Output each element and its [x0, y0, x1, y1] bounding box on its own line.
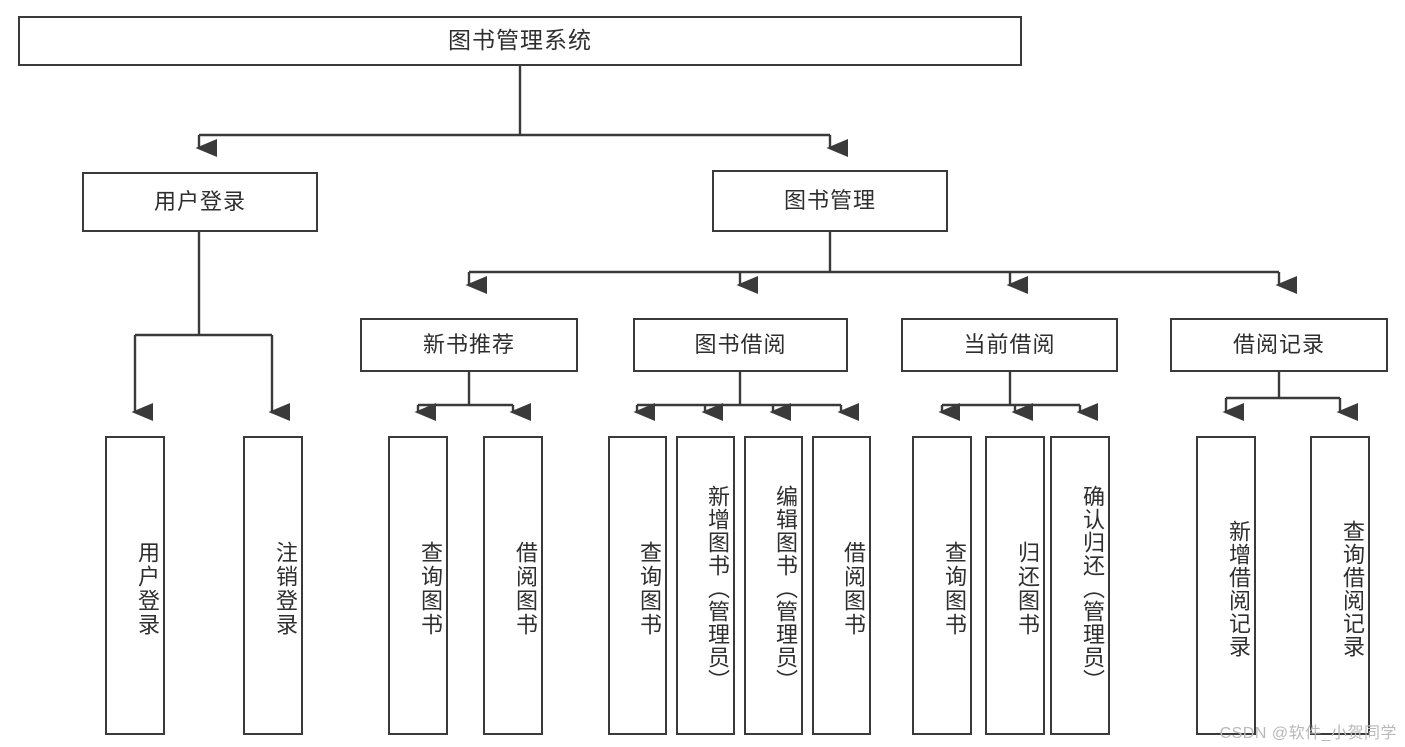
node-borrow-record[interactable]: 借阅记录	[1170, 318, 1388, 372]
leaf-borrow-book-new-recommend[interactable]: 借阅图书	[483, 436, 543, 735]
node-book-borrow[interactable]: 图书借阅	[633, 318, 848, 372]
leaf-add-book-admin[interactable]: 新增图书（管理员）	[676, 436, 735, 735]
node-new-book-recommend[interactable]: 新书推荐	[360, 318, 578, 372]
node-user-login[interactable]: 用户登录	[82, 172, 318, 232]
leaf-query-borrow-record[interactable]: 查询借阅记录	[1310, 436, 1370, 735]
leaf-edit-book-admin[interactable]: 编辑图书（管理员）	[744, 436, 803, 735]
leaf-borrow-book-borrow[interactable]: 借阅图书	[812, 436, 871, 735]
leaf-add-borrow-record[interactable]: 新增借阅记录	[1196, 436, 1256, 735]
leaf-confirm-return-admin[interactable]: 确认归还（管理员）	[1050, 436, 1110, 735]
node-root-system[interactable]: 图书管理系统	[18, 16, 1022, 66]
leaf-return-book[interactable]: 归还图书	[985, 436, 1045, 735]
csdn-watermark: CSDN @软件_小贺同学	[1219, 725, 1397, 742]
node-current-borrow[interactable]: 当前借阅	[901, 318, 1118, 372]
leaf-query-book-new-recommend[interactable]: 查询图书	[388, 436, 448, 735]
leaf-query-book-borrow[interactable]: 查询图书	[608, 436, 667, 735]
leaf-logout-login[interactable]: 注销登录	[243, 436, 303, 735]
leaf-query-book-current[interactable]: 查询图书	[912, 436, 972, 735]
node-book-management[interactable]: 图书管理	[712, 170, 948, 232]
leaf-user-login[interactable]: 用户登录	[105, 436, 165, 735]
